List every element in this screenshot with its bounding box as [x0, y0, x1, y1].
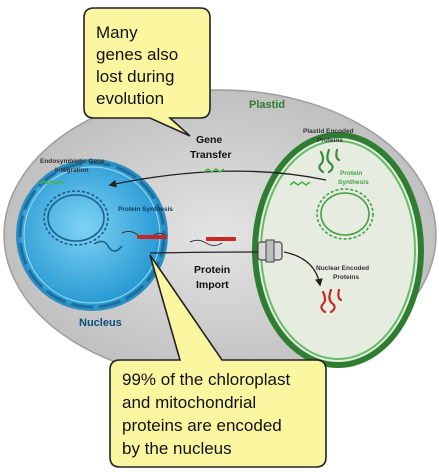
callout-bottom-line3: proteins are encoded — [122, 416, 282, 435]
label-endosymbiotic-line1: Endosymbiotic Gene — [40, 158, 105, 165]
callout-top-line1: Many — [96, 23, 138, 42]
nuclear-dna — [43, 190, 109, 246]
nuclear-encoded-protein — [320, 288, 343, 314]
label-nucleus: Nucleus — [79, 317, 122, 329]
callout-bottom-line1: 99% of the chloroplast — [122, 370, 290, 389]
import-transit-arrow — [283, 251, 323, 287]
plastid-transferred-dna — [289, 181, 311, 186]
label-endosymbiotic-line2: Integration — [55, 167, 89, 174]
callout-bottom-bubble — [109, 254, 327, 468]
protein-cytoplasm — [206, 237, 236, 241]
callout-bottom-line4: by the nucleus — [122, 439, 232, 458]
label-gene-transfer-line1: Gene — [196, 134, 222, 146]
label-plastid: Plastid — [249, 99, 285, 111]
callout-top-line4: evolution — [96, 89, 164, 108]
nuclear-dna-integrated-segment — [39, 180, 65, 185]
translocon-channel — [257, 239, 283, 263]
callout-top-bubble — [83, 7, 211, 137]
label-protein-import-line2: Import — [196, 279, 229, 291]
mrna-cytoplasm — [189, 239, 223, 246]
callout-top-line2: genes also — [96, 45, 178, 64]
label-plastid-encoded-line2: Proteins — [317, 137, 343, 144]
label-protein-synthesis-nucleus: Protein Synthesis — [118, 206, 173, 213]
plastid-encoded-protein — [318, 148, 341, 174]
gene-transfer-arrow — [108, 170, 327, 188]
label-protein-import-line1: Protein — [194, 264, 230, 276]
protein-import-arrow — [149, 251, 269, 254]
gene-transfer-dna-fragment — [203, 168, 225, 173]
label-gene-transfer-line2: Transfer — [190, 149, 231, 161]
protein-nucleus — [137, 235, 167, 239]
callout-top-line3: lost during — [96, 67, 174, 86]
label-protein-synthesis-plastid-line2: Synthesis — [338, 179, 369, 186]
plastid — [252, 132, 424, 368]
nucleus — [16, 159, 168, 311]
label-nuclear-encoded-line1: Nuclear Encoded — [316, 265, 369, 272]
nuclear-dna-strand — [93, 240, 123, 252]
plastid-dna — [316, 188, 374, 240]
label-nuclear-encoded-line2: Proteins — [333, 274, 359, 281]
label-plastid-encoded-line1: Plastid Encoded — [303, 128, 354, 135]
label-protein-synthesis-plastid-line1: Protein — [340, 170, 362, 177]
callout-bottom-line2: and mitochondrial — [122, 393, 256, 412]
